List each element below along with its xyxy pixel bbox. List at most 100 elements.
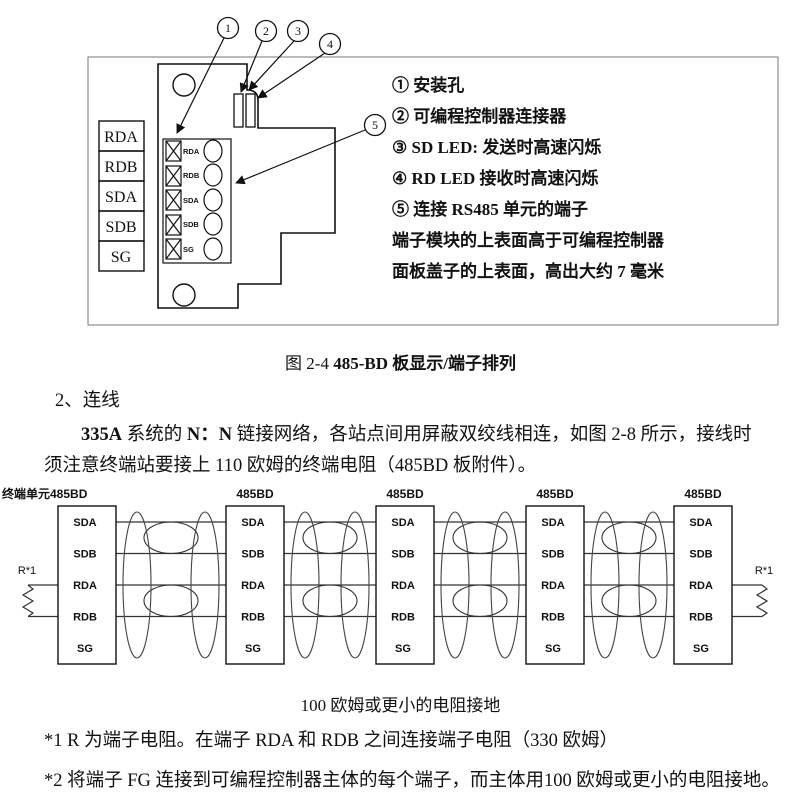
mounting-hole xyxy=(172,283,196,307)
legend-line: ③ SD LED: 发送时高速闪烁 xyxy=(392,137,601,157)
wiring-station: 485BD SDA SDB RDA RDB SG xyxy=(375,487,435,665)
wiring-station: 485BD SDA SDB RDA RDB SG xyxy=(673,487,733,665)
terminal-clamp xyxy=(165,189,182,211)
block-terminal: RDB xyxy=(183,171,200,180)
station-terminal: SDA xyxy=(689,517,712,529)
legend-line: ⑤ 连接 RS485 单元的端子 xyxy=(392,199,588,219)
twist-symbol xyxy=(143,521,199,555)
shield-symbol xyxy=(638,511,668,659)
twist-symbol xyxy=(452,521,508,555)
callout-number: 3 xyxy=(295,24,301,38)
wiring-station: 485BD SDA SDB RDA RDB SG xyxy=(525,487,585,665)
panel-terminal-texts: RDA RDB SDA SDB SG xyxy=(104,129,138,266)
block-terminal: RDA xyxy=(183,147,200,156)
section-heading: 2、连线 xyxy=(55,391,120,411)
station-terminal: RDB xyxy=(391,612,415,624)
shield-symbol xyxy=(340,511,370,659)
station-terminal: SDB xyxy=(73,549,96,561)
station-terminal: SG xyxy=(395,643,411,655)
callout-circle xyxy=(254,19,278,43)
station-terminal: RDA xyxy=(689,580,713,592)
station-header: 485BD xyxy=(386,487,424,501)
wiring-station: 485BD SDA SDB RDA RDB SG xyxy=(225,487,285,665)
callout-arrow-5 xyxy=(235,129,366,185)
terminal-screw xyxy=(203,163,223,187)
terminal-screw xyxy=(203,212,223,236)
body-paragraph: 335A 系统的 N：N 链接网络，各站点间用屏蔽双绞线相连，如图 2-8 所示… xyxy=(44,420,757,482)
terminal-clamp xyxy=(165,165,182,187)
terminal-block-texts: RDA RDB SDA SDB SG xyxy=(183,147,200,254)
callout-circle xyxy=(286,19,310,43)
callout-arrow-2 xyxy=(239,40,263,93)
station-terminal: RDA xyxy=(391,580,415,592)
callout-number: 5 xyxy=(372,118,378,132)
legend-line: ① 安装孔 xyxy=(392,75,464,95)
terminal-screw xyxy=(203,139,223,163)
station-box xyxy=(525,505,585,665)
panel-terminal-labels xyxy=(98,120,145,272)
station-terminal: SDB xyxy=(241,549,264,561)
station-terminal: RDB xyxy=(241,612,265,624)
callout-arrow-3 xyxy=(248,40,295,91)
panel-terminal: SDA xyxy=(105,189,137,206)
station-terminal: RDB xyxy=(541,612,565,624)
terminal-clamp xyxy=(165,238,182,260)
panel-terminal: RDA xyxy=(104,129,138,146)
station-terminal: SDB xyxy=(689,549,712,561)
callout-circles: 1 2 3 4 5 xyxy=(216,16,387,137)
twist-symbol xyxy=(601,521,657,555)
station-terminal: SDA xyxy=(73,517,96,529)
connector-pin xyxy=(245,93,256,128)
terminal-clamp xyxy=(165,140,182,162)
station-terminal: RDB xyxy=(73,612,97,624)
station-box xyxy=(375,505,435,665)
station-terminal: SDB xyxy=(391,549,414,561)
twist-symbol xyxy=(302,584,358,618)
twist-symbol xyxy=(143,584,199,618)
station-header: 485BD xyxy=(236,487,274,501)
station-terminal: SG xyxy=(245,643,261,655)
paragraph-text: 链接网络，各站点间用屏蔽双绞线相连，如图 2-8 所示，接线时须注意终端站要接上… xyxy=(44,425,752,476)
terminal-block-frame xyxy=(162,138,232,264)
station-box xyxy=(225,505,285,665)
twist-symbol xyxy=(601,584,657,618)
terminal-clamp xyxy=(165,214,182,236)
station-terminal: RDA xyxy=(241,580,265,592)
resistor-zigzag xyxy=(21,584,35,617)
shield-symbol xyxy=(590,511,620,659)
figure-caption-bold: 485-BD xyxy=(333,354,388,373)
legend-line: ④ RD LED 接收时高速闪烁 xyxy=(392,168,599,188)
resistor-label: R*1 xyxy=(18,565,36,577)
callout-number: 4 xyxy=(327,37,333,51)
station-box xyxy=(673,505,733,665)
twist-symbol xyxy=(302,521,358,555)
block-terminal: SDA xyxy=(183,196,199,205)
shield-symbol xyxy=(440,511,470,659)
figure-caption-prefix: 图 2-4 xyxy=(285,354,334,373)
panel-terminal: SG xyxy=(111,249,132,266)
station-terminal: SDA xyxy=(241,517,264,529)
resistor-zigzag xyxy=(755,584,769,617)
callout-arrow-1 xyxy=(176,37,225,134)
shield-symbol xyxy=(290,511,320,659)
callout-number: 2 xyxy=(263,24,269,38)
callout-number: 1 xyxy=(225,21,231,35)
shield-symbols xyxy=(122,511,668,659)
panel-terminal: RDB xyxy=(105,159,138,176)
panel-label-box xyxy=(98,240,145,272)
callout-arrow-4 xyxy=(257,52,326,99)
block-terminal: SDB xyxy=(183,220,199,229)
twist-symbols xyxy=(143,521,657,618)
footnote-2: *2 将端子 FG 连接到可编程控制器主体的每个端子，而主体用100 欧姆或更小… xyxy=(44,771,780,791)
paragraph-text: 系统的 xyxy=(122,425,187,445)
station-terminal: SG xyxy=(77,643,93,655)
callout-circle xyxy=(216,16,240,40)
station-box xyxy=(57,505,117,665)
shield-symbol xyxy=(122,511,152,659)
station-header: 485BD xyxy=(536,487,574,501)
panel-terminal: SDB xyxy=(105,219,136,236)
station-terminal: RDA xyxy=(541,580,565,592)
footnote-1: *1 R 为端子电阻。在端子 RDA 和 RDB 之间连接端子电阻（330 欧姆… xyxy=(44,731,619,751)
callout-circle xyxy=(363,113,387,137)
